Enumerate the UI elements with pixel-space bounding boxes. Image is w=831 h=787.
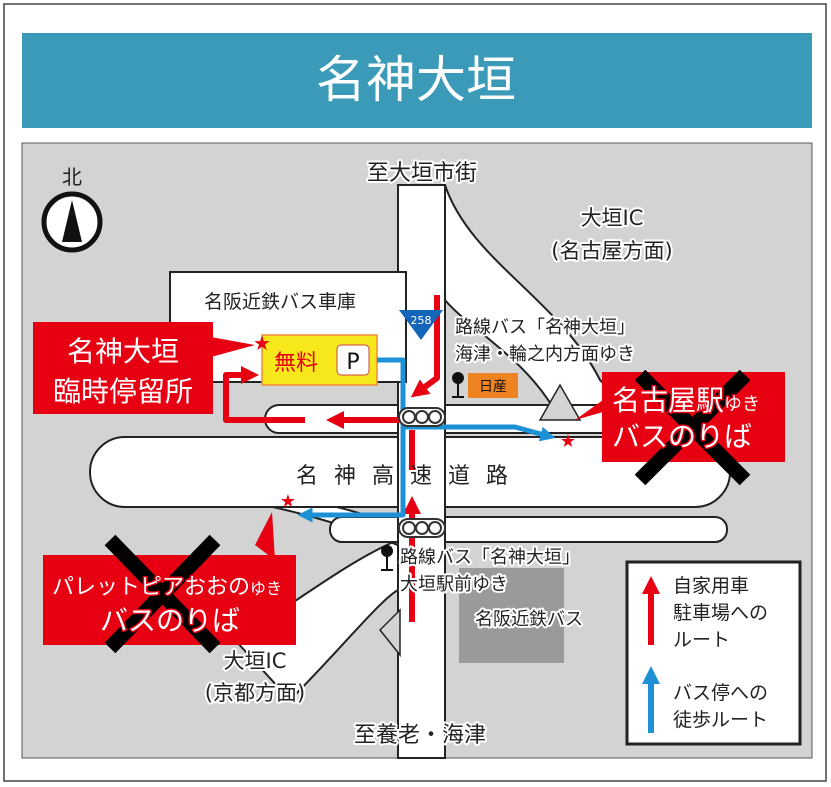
direction-south-label: 至養老・海津 — [354, 723, 486, 748]
traffic-island — [538, 383, 582, 421]
bus-stop-icon — [452, 372, 464, 398]
route-number: 258 — [411, 314, 432, 327]
temp-stop-line2: 臨時停留所 — [53, 375, 193, 408]
ic-south-direction: (京都方面) — [205, 681, 305, 705]
walk-route — [297, 357, 556, 523]
closed-stop-east-line2: バスのりば — [612, 420, 752, 453]
nissan-label: 日産 — [479, 379, 507, 395]
callout-pointer — [255, 512, 275, 560]
legend-walk-line1: バス停への — [673, 682, 768, 704]
route-shield-icon — [399, 310, 443, 340]
title-bar — [22, 33, 812, 128]
closed-stop-west-line1: パレットピアおおのゆき — [52, 575, 282, 600]
closed-x-icon — [634, 369, 751, 486]
expressway-label: 名神高速道路 — [296, 464, 524, 489]
callout-pointer — [575, 395, 610, 420]
lower-lane-road — [329, 516, 728, 543]
nissan-landmark — [468, 373, 518, 398]
parking-p-label: P — [346, 350, 359, 375]
north-ramp-road — [444, 184, 643, 421]
north-bus-stop-line2: 海津・輪之内方面ゆき — [455, 344, 635, 365]
parking-icon — [336, 344, 370, 376]
company-building-label: 名阪近鉄バス — [475, 609, 583, 630]
legend-car-line2: 駐車場への — [673, 602, 768, 624]
temp-stop-callout — [33, 322, 213, 414]
north-bus-stop-line1: 路線バス「名神大垣」 — [455, 317, 635, 338]
bus-stop-icon — [381, 545, 393, 571]
west-stop-star-icon: ★ — [280, 491, 296, 512]
north-label: 北 — [62, 165, 82, 189]
closed-stop-east-line1: 名古屋駅ゆき — [612, 384, 760, 417]
direction-north-label: 至大垣市街 — [367, 161, 477, 186]
page-title: 名神大垣 — [316, 51, 516, 109]
south-bus-stop-line2: 大垣駅前ゆき — [400, 574, 508, 595]
closed-x-icon — [104, 534, 221, 654]
bus-depot-label: 名阪近鉄バス車庫 — [204, 291, 356, 313]
legend-car-line1: 自家用車 — [673, 575, 749, 597]
company-building — [459, 568, 564, 663]
ic-north-direction: (名古屋方面) — [551, 239, 672, 263]
traffic-signal-icon — [398, 518, 446, 538]
legend-car-line3: ルート — [673, 629, 730, 651]
callout-pointer — [200, 335, 255, 360]
north-arrow-icon — [41, 191, 103, 253]
ic-north-name: 大垣IC — [581, 206, 644, 230]
temp-stop-star-icon: ★ — [253, 331, 271, 355]
south-bus-stop-line1: 路線バス「名神大垣」 — [400, 547, 580, 568]
south-ramp-road — [233, 538, 399, 702]
traffic-signal-icon — [398, 407, 446, 427]
traffic-island — [378, 608, 401, 658]
temp-stop-line1: 名神大垣 — [67, 335, 179, 368]
legend-walk-line2: 徒歩ルート — [673, 709, 768, 731]
closed-stop-west-line2: バスのりば — [100, 604, 240, 637]
ic-south-name: 大垣IC — [224, 649, 287, 673]
east-stop-star-icon: ★ — [560, 431, 576, 452]
parking-free-label: 無料 — [274, 351, 318, 376]
